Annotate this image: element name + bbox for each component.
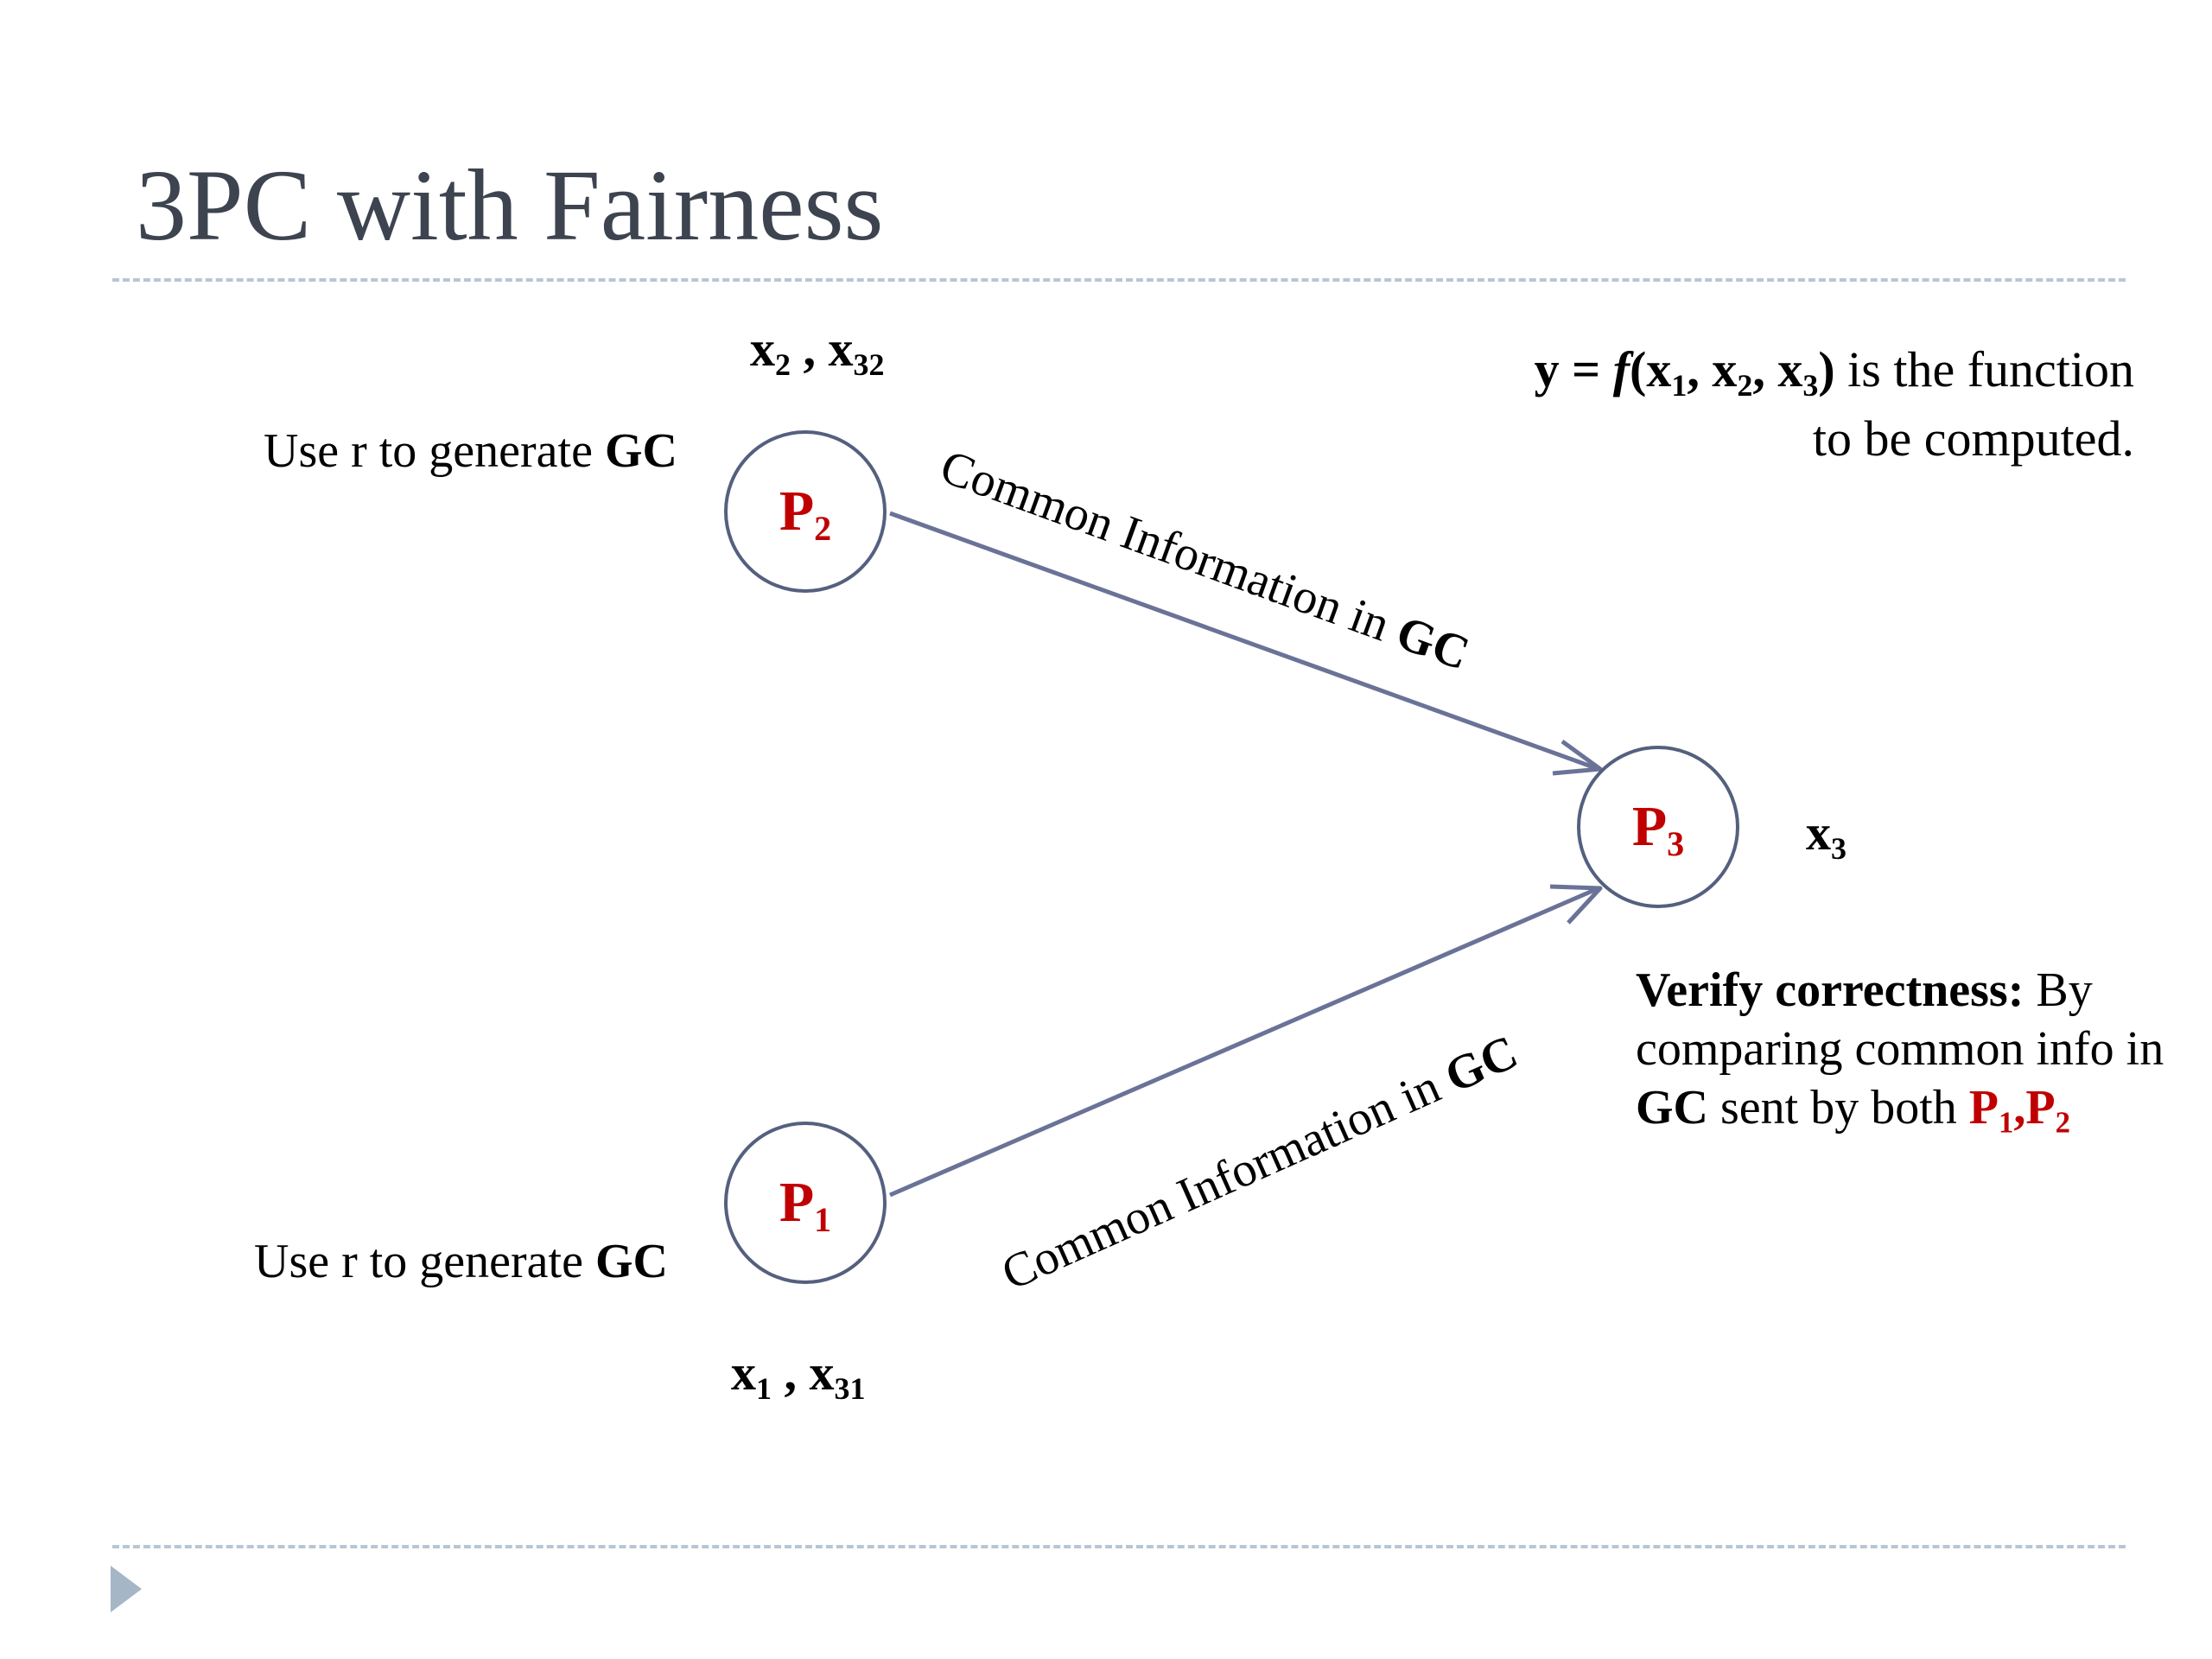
party-p3-label: P3 xyxy=(1631,795,1685,863)
verify-line-2: comparing common info in xyxy=(1636,1022,2164,1076)
p3-input: x3 xyxy=(1806,804,1847,866)
slide-title: 3PC with Fairness xyxy=(136,149,884,262)
p1-inputs: x1 , x31 xyxy=(731,1344,866,1406)
party-p3-node: P3 xyxy=(1577,746,1739,908)
p2-generate-note: Use r to generate GC xyxy=(264,424,677,478)
function-line-1: y = f(x1, x2, x3) is the function xyxy=(1534,341,2134,403)
verify-note: Verify correctness: By comparing common … xyxy=(1636,961,2164,1137)
bottom-divider xyxy=(112,1545,2126,1548)
function-line-2: to be computed. xyxy=(1812,410,2134,467)
top-divider xyxy=(112,278,2126,282)
party-p2-node: P2 xyxy=(724,430,887,593)
p1-generate-note: Use r to generate GC xyxy=(254,1235,668,1288)
function-note: y = f(x1, x2, x3) is the function to be … xyxy=(1535,335,2134,474)
party-p2-label: P2 xyxy=(779,480,832,548)
verify-line-3: GC sent by both P1,P2 xyxy=(1636,1081,2070,1140)
party-p1-node: P1 xyxy=(724,1122,887,1284)
arrow-p1-to-p3 xyxy=(889,884,1603,1198)
party-p1-label: P1 xyxy=(779,1171,832,1239)
verify-line-1: Verify correctness: By xyxy=(1636,963,2093,1017)
triangle-right-icon xyxy=(111,1566,142,1612)
p2-inputs: x2 , x32 xyxy=(750,321,885,382)
